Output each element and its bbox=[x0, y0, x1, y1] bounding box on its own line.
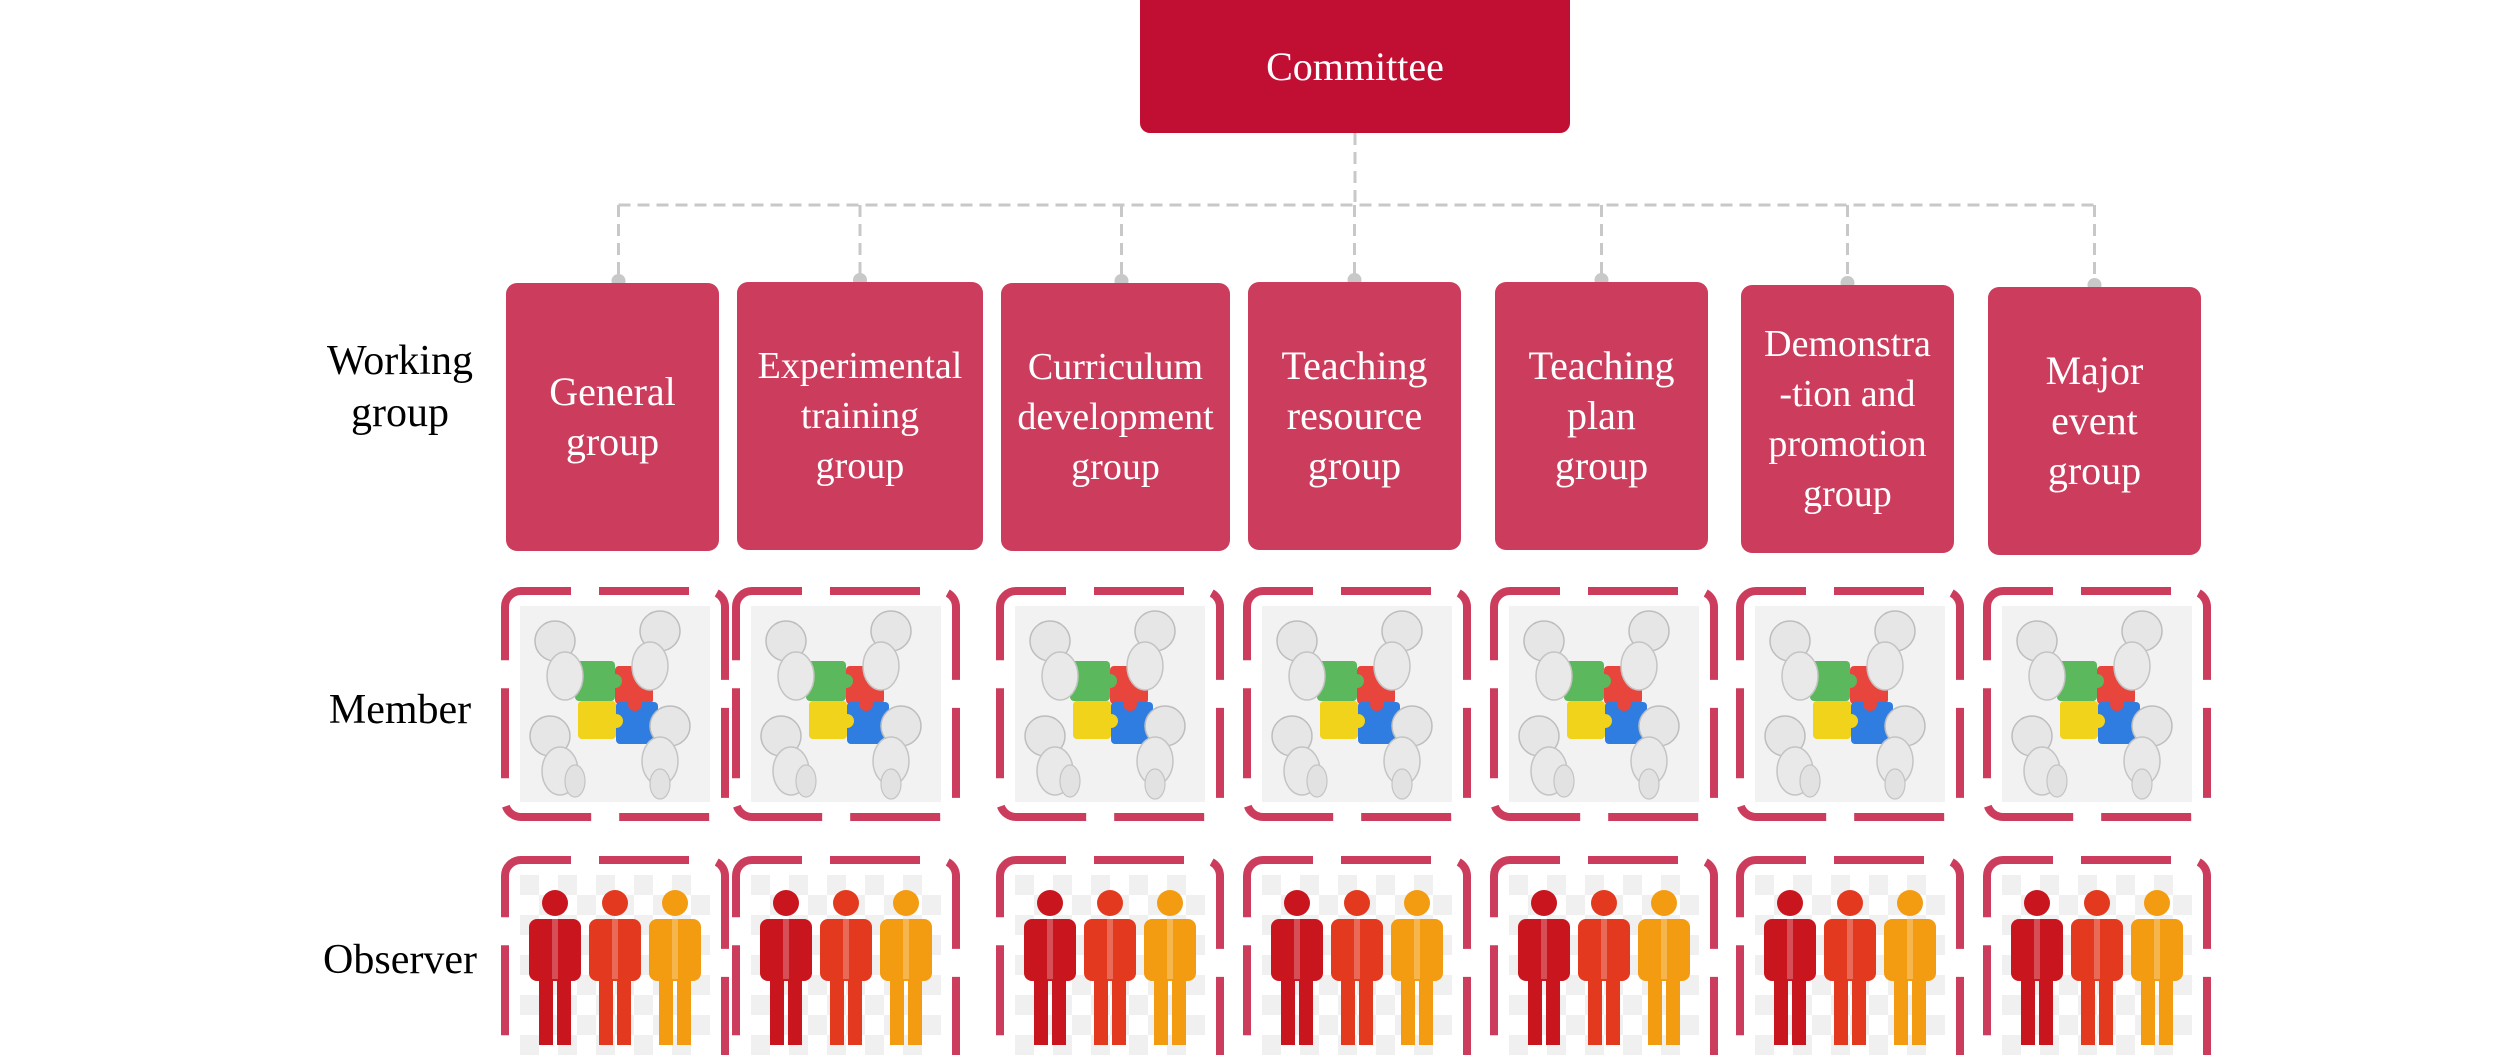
team-puzzle-icon bbox=[520, 606, 710, 802]
row-label-working-group: Working group bbox=[327, 338, 473, 436]
working-group-box: Curriculum development group bbox=[1001, 283, 1230, 551]
working-group-box: Experimental training group bbox=[737, 282, 983, 550]
team-puzzle-icon bbox=[1509, 606, 1699, 802]
working-group-box: General group bbox=[506, 283, 719, 551]
people-figures-icon bbox=[1262, 875, 1452, 1055]
row-label-member: Member bbox=[328, 687, 472, 733]
observer-frame bbox=[500, 855, 730, 1055]
member-frame bbox=[1489, 586, 1719, 822]
working-group-label: Experimental training group bbox=[757, 345, 963, 487]
working-group-label: Demonstra -tion and promotion group bbox=[1764, 323, 1931, 515]
team-puzzle-icon bbox=[2002, 606, 2192, 802]
people-figures-icon bbox=[2002, 875, 2192, 1055]
observer-frame bbox=[995, 855, 1225, 1055]
working-group-label: Curriculum development group bbox=[1017, 346, 1214, 488]
working-group-label: Major event group bbox=[2045, 348, 2144, 493]
working-group-box: Teaching resource group bbox=[1248, 282, 1461, 550]
people-figures-icon bbox=[1015, 875, 1205, 1055]
working-group-label: General group bbox=[549, 369, 676, 464]
team-puzzle-icon bbox=[1015, 606, 1205, 802]
team-puzzle-icon bbox=[1262, 606, 1452, 802]
working-group-label: Teaching plan group bbox=[1528, 343, 1675, 488]
people-figures-icon bbox=[1509, 875, 1699, 1055]
working-group-label: Teaching resource group bbox=[1281, 343, 1428, 488]
people-figures-icon bbox=[520, 875, 710, 1055]
team-puzzle-icon bbox=[751, 606, 941, 802]
observer-frame bbox=[1982, 855, 2212, 1055]
row-label-observer: Observer bbox=[323, 937, 477, 983]
working-group-box: Major event group bbox=[1988, 287, 2201, 555]
member-frame bbox=[1242, 586, 1472, 822]
member-frame bbox=[731, 586, 961, 822]
observer-frame bbox=[1489, 855, 1719, 1055]
observer-frame bbox=[1735, 855, 1965, 1055]
committee-box: Committee bbox=[1140, 0, 1570, 133]
member-frame bbox=[500, 586, 730, 822]
member-frame bbox=[1982, 586, 2212, 822]
people-figures-icon bbox=[1755, 875, 1945, 1055]
observer-frame bbox=[731, 855, 961, 1055]
people-figures-icon bbox=[751, 875, 941, 1055]
observer-frame bbox=[1242, 855, 1472, 1055]
committee-label: Committee bbox=[1266, 44, 1444, 89]
working-group-box: Demonstra -tion and promotion group bbox=[1741, 285, 1954, 553]
member-frame bbox=[995, 586, 1225, 822]
working-group-box: Teaching plan group bbox=[1495, 282, 1708, 550]
member-frame bbox=[1735, 586, 1965, 822]
team-puzzle-icon bbox=[1755, 606, 1945, 802]
